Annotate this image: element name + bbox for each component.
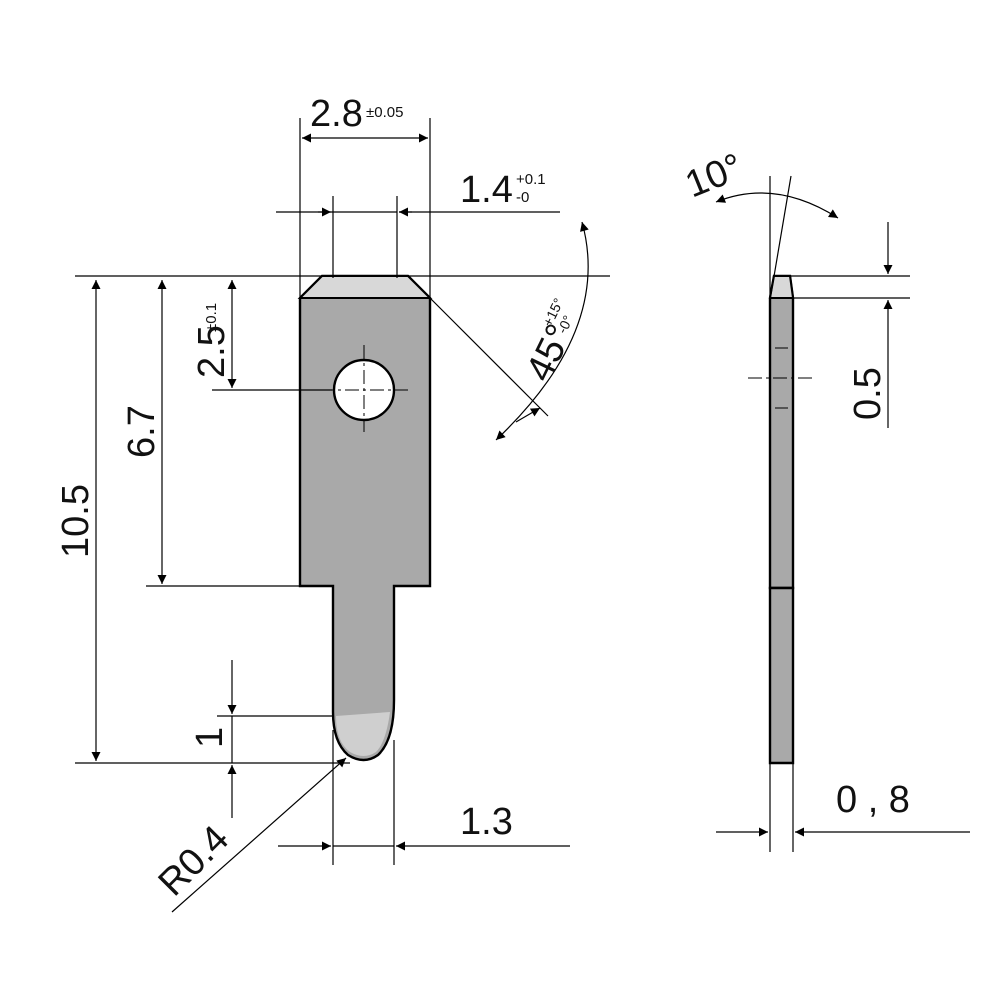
dim-chamfer-group: 45° +15° -0° (518, 296, 581, 388)
dim-width-main-tol: ±0.05 (366, 104, 403, 121)
tip-highlight (336, 712, 390, 756)
dim-hole-position: 2.5 (191, 325, 233, 378)
side-view (748, 274, 816, 765)
dim-hole-position-tol: ±0.1 (203, 303, 220, 332)
dim-offset-top-tol-minus: -0 (516, 189, 529, 206)
dim-arc-chamfer (495, 221, 589, 441)
side-body-bottom (768, 586, 795, 765)
dim-chamfer-angle: 45° (518, 318, 581, 388)
dim-chamfer-tol-minus: -0° (554, 313, 576, 336)
dim-side-angle: 10° (680, 146, 749, 206)
dim-line-radius (171, 757, 347, 913)
dim-blade-length: 6.7 (121, 405, 163, 458)
dim-offset-top: 1.4 (460, 169, 513, 211)
side-body-top (768, 274, 795, 590)
blade-body (298, 274, 432, 762)
dim-tip-length: 1 (189, 727, 231, 748)
dim-width-main: 2.8 (310, 93, 363, 135)
dim-arc-side-angle (715, 192, 839, 219)
dim-side-bevel: 0.5 (847, 367, 889, 420)
dim-total-length: 10.5 (55, 484, 97, 558)
dim-pin-width: 1.3 (460, 801, 513, 843)
dim-tip-radius: R0.4 (151, 818, 237, 904)
chamfer-highlight (297, 275, 433, 299)
dim-thickness: 0 , 8 (836, 779, 910, 821)
dim-offset-top-tol-plus: +0.1 (516, 171, 546, 188)
front-view (297, 274, 433, 762)
